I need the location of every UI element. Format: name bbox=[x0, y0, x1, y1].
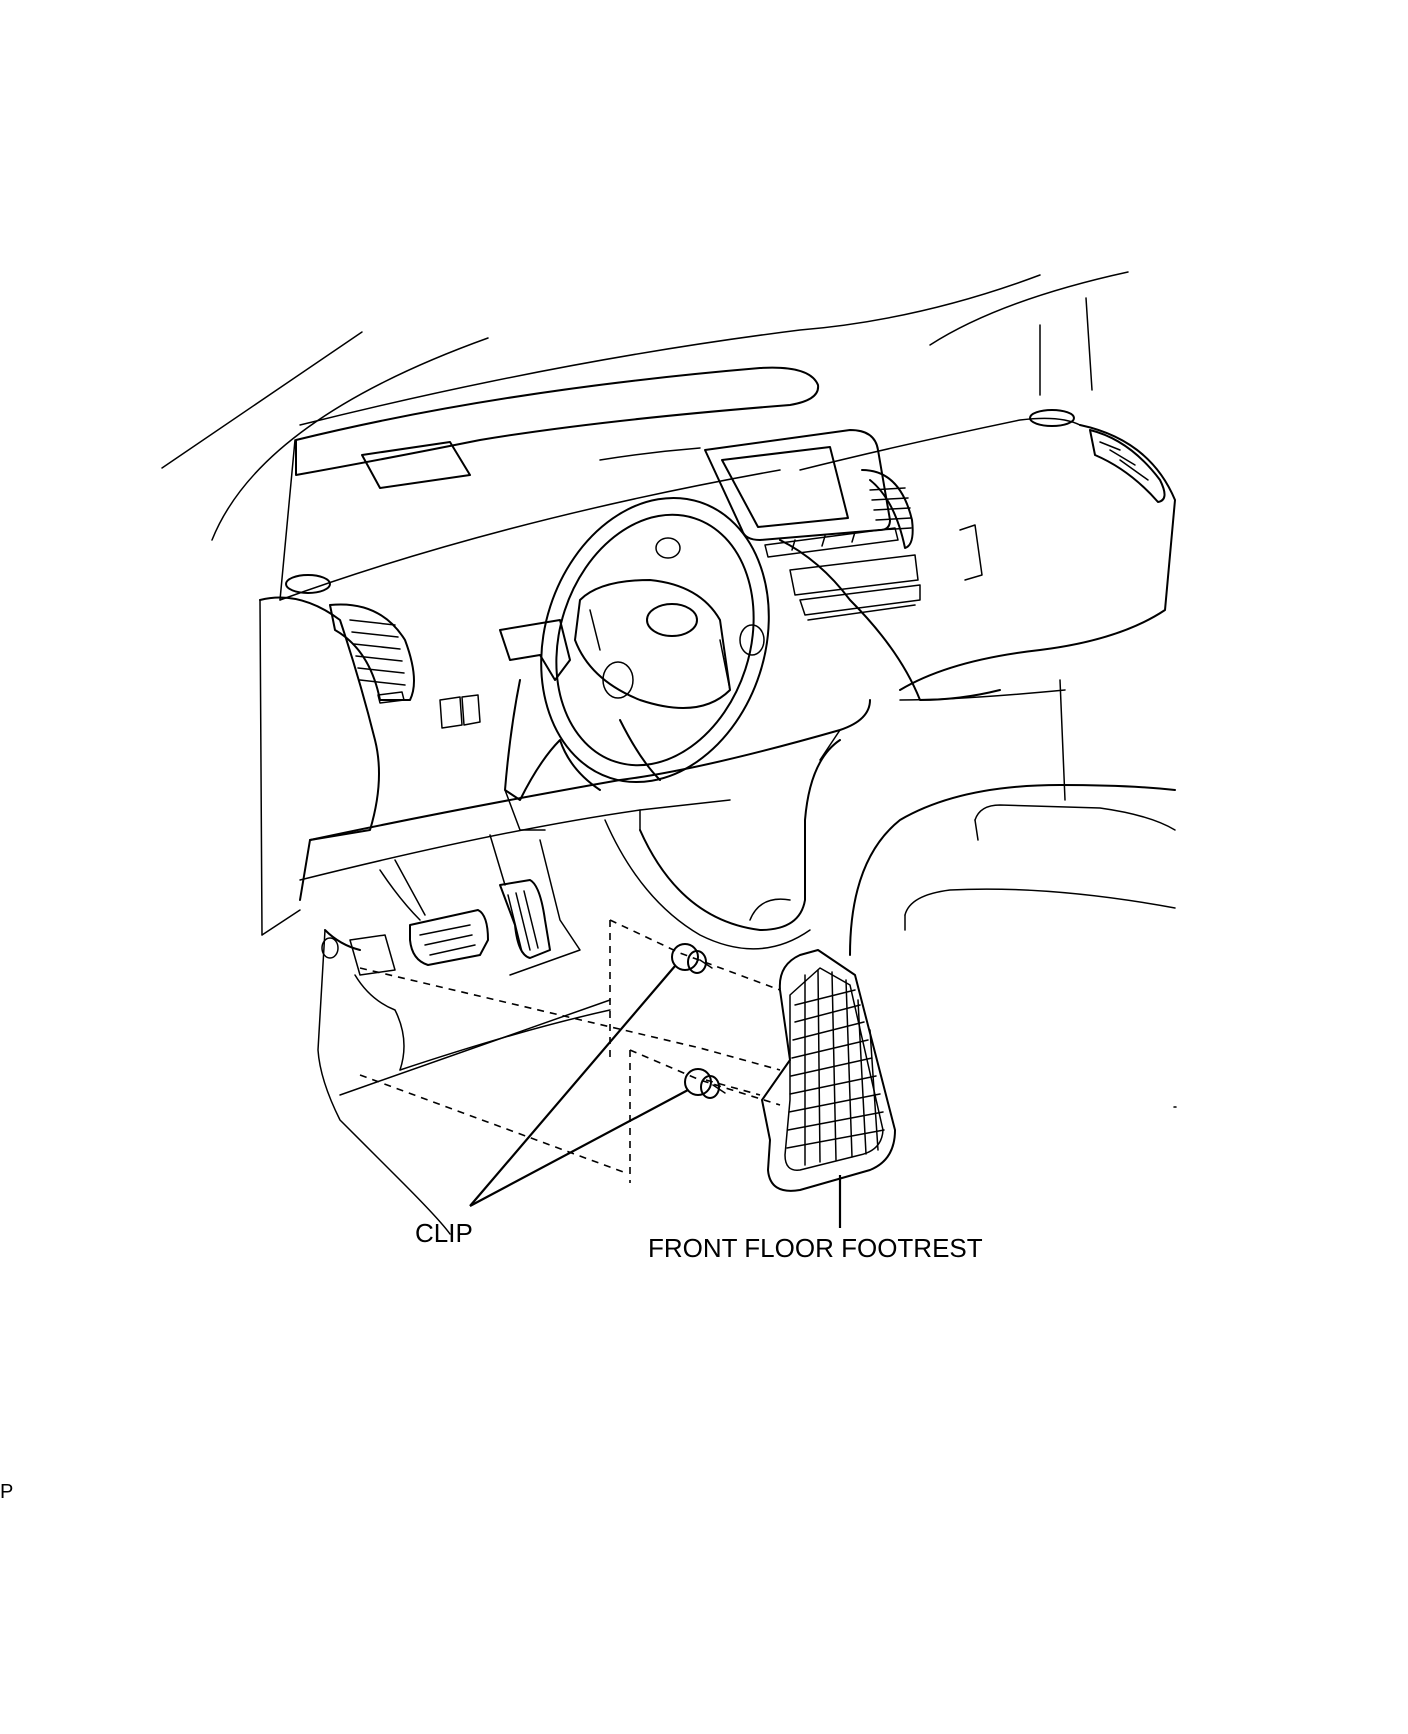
clip-label: CLIP bbox=[415, 1218, 473, 1248]
accelerator-pedal bbox=[489, 834, 581, 976]
clip-lower bbox=[684, 1068, 726, 1099]
passenger-seat bbox=[849, 784, 1176, 956]
clip-upper bbox=[671, 943, 713, 974]
dash-switches bbox=[439, 694, 481, 729]
center-air-vent bbox=[861, 469, 914, 549]
corner-mark: P bbox=[0, 1481, 14, 1503]
right-air-vent bbox=[899, 424, 1176, 801]
center-tunnel bbox=[604, 739, 841, 950]
windshield-outline bbox=[161, 271, 1129, 541]
dashboard-top bbox=[279, 366, 1081, 601]
steering-wheel bbox=[540, 496, 770, 784]
floor-panel bbox=[317, 929, 611, 1235]
brake-pedal bbox=[379, 859, 489, 966]
attachment-guides bbox=[359, 919, 781, 1183]
lower-dash-panel bbox=[299, 699, 871, 881]
navigation-screen bbox=[704, 429, 899, 558]
front-floor-footrest-label: FRONT FLOOR FOOTREST bbox=[648, 1233, 983, 1263]
left-air-vent bbox=[259, 596, 415, 936]
leader-lines bbox=[469, 965, 842, 1228]
front-floor-footrest bbox=[761, 949, 896, 1192]
